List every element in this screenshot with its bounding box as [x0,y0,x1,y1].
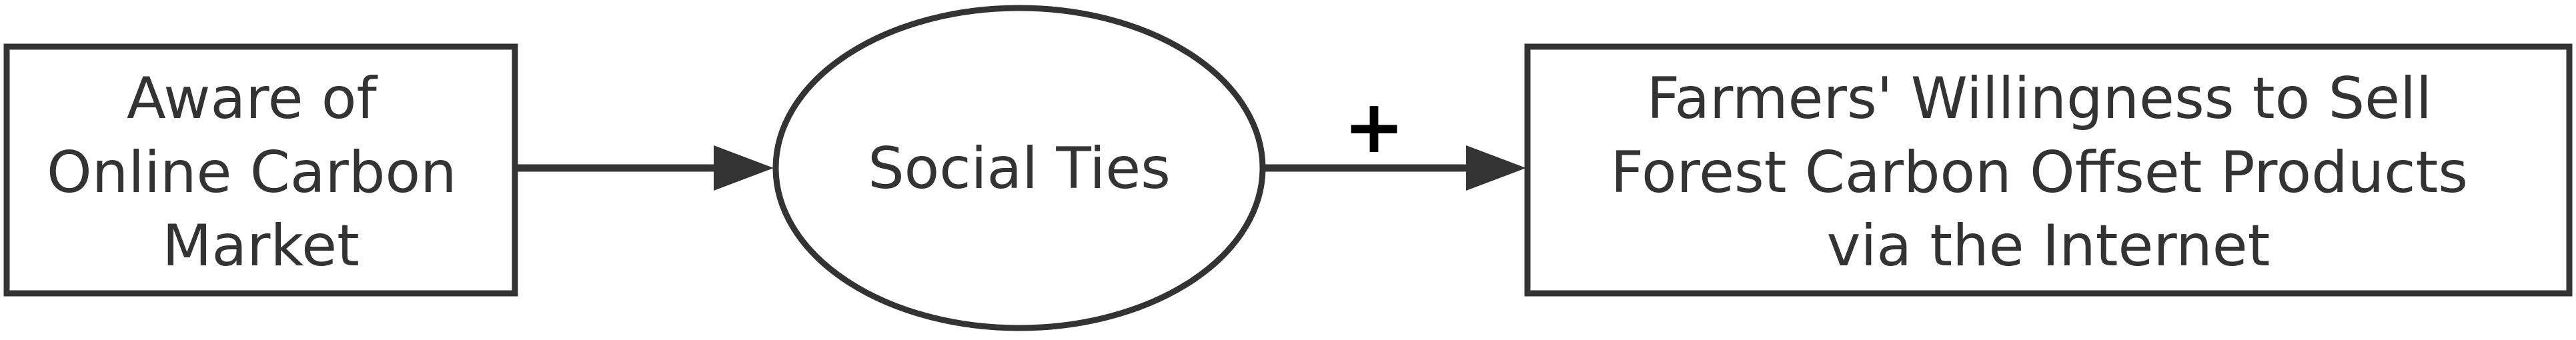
node-label-line: Farmers' Willingness to Sell [1647,65,2432,132]
node-label-line: Online Carbon [47,139,457,206]
node-box [1524,43,2573,297]
node-farmers-willingness: Farmers' Willingness to Sell Forest Carb… [1524,43,2573,297]
node-label-line: Forest Carbon Offset Products [1611,139,2468,206]
node-social-ties: Social Ties [772,5,1266,331]
node-box [3,43,518,297]
edge-aware-to-social [515,145,774,191]
node-label-line: via the Internet [1827,213,2271,279]
node-aware-of-online-carbon-market: Aware of Online Carbon Market [3,43,518,297]
node-label-line: Market [162,213,360,279]
node-label-line: Aware of [127,65,378,132]
node-label: Farmers' Willingness to Sell Forest Carb… [1611,65,2487,279]
node-ellipse [772,5,1266,331]
edge-social-to-willingness [1265,145,1526,191]
node-label-line: Social Ties [868,135,1171,202]
node-label: Social Ties [868,135,1171,202]
edge-label-positive: + [1343,84,1405,169]
node-label: Aware of Online Carbon Market [47,65,475,279]
